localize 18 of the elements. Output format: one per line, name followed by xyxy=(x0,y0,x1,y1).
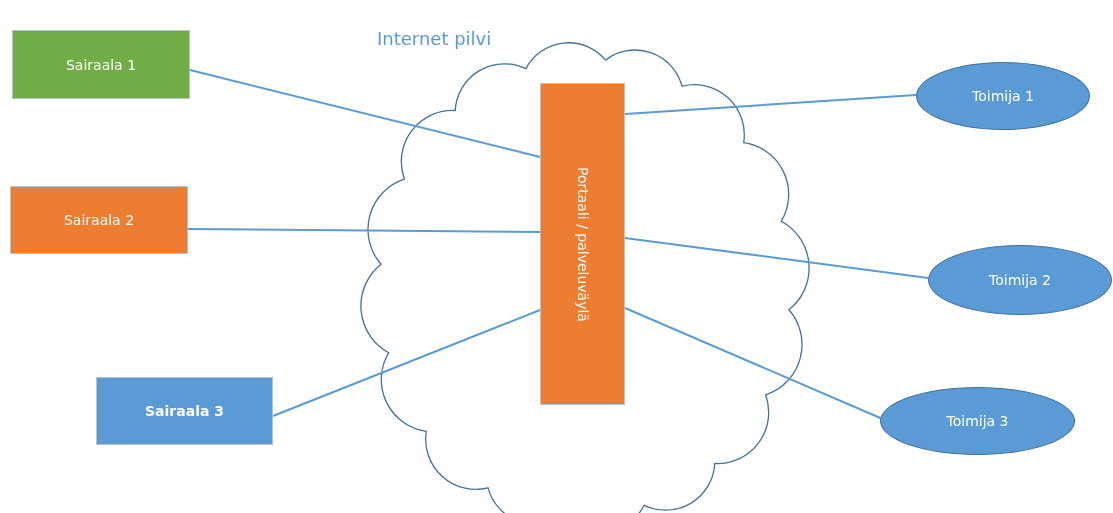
connector-line xyxy=(189,69,541,158)
gateway-box xyxy=(540,83,625,405)
box-label: Sairaala 2 xyxy=(63,212,135,228)
box-label: Sairaala 3 xyxy=(145,403,224,419)
box-label: Sairaala 1 xyxy=(65,56,137,73)
ellipse-label: Toimija 1 xyxy=(972,88,1034,104)
connector-line xyxy=(624,307,882,419)
site-box xyxy=(12,30,190,99)
connector-line xyxy=(272,309,541,417)
box-label: Portaali / palveluväylä xyxy=(574,166,591,322)
site-box xyxy=(10,186,188,254)
connector-line xyxy=(624,237,930,279)
cloud-title: Internet pilvi xyxy=(377,28,492,49)
connector-line xyxy=(187,228,541,233)
connector-line xyxy=(624,94,918,115)
ellipse-label: Toimija 3 xyxy=(946,413,1009,429)
ellipse-label: Toimija 2 xyxy=(989,272,1051,288)
site-box xyxy=(96,377,273,445)
